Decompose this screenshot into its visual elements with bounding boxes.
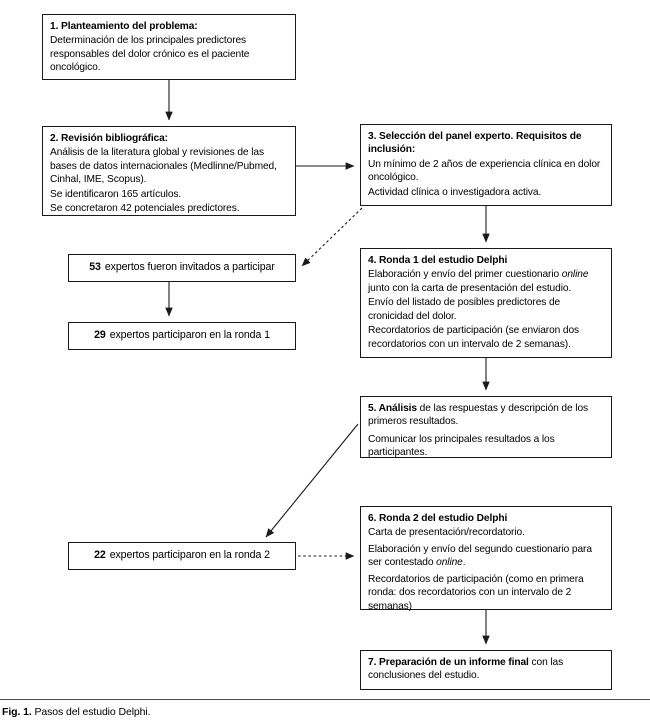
step-4-line-1: Elaboración y envío del primer cuestiona… (368, 268, 604, 295)
invited-experts-text: expertos fueron invitados a participar (104, 261, 275, 274)
step-6-line-1: Carta de presentación/recordatorio. (368, 527, 525, 539)
step-3-line-1: Un mínimo de 2 años de experiencia clíni… (368, 158, 601, 184)
step-6-heading: 6. Ronda 2 del estudio Delphi (368, 513, 508, 524)
step-6-line-3: Recordatorios de participación (como en … (368, 573, 584, 612)
edge-step3-to-invited (301, 207, 363, 267)
round2-participants-count: 22 (94, 549, 106, 562)
step-6-line-2-italic: online (436, 557, 463, 569)
step-7-number: 7. (368, 657, 380, 668)
step-6-line-2-part-b: . (462, 557, 466, 569)
step-4-line-3: Recordatorios de participación (se envia… (368, 325, 580, 350)
step-1-body: Determinación de los principales predict… (50, 35, 250, 74)
step-4-line-1-italic: online (561, 269, 589, 281)
step-2-heading: 2. Revisión bibliográfica: (50, 133, 168, 144)
step-3-box: 3. Selección del panel experto. Requisit… (360, 124, 612, 206)
step-2-line-1: Análisis de la literatura global y revis… (50, 147, 277, 186)
step-3-heading: 3. Selección del panel experto. Requisit… (368, 131, 582, 156)
step-1-box: 1. Planteamiento del problema: Determina… (42, 14, 296, 80)
invited-experts-count: 53 (89, 261, 101, 274)
step-4-line-1-part-b: junto con la carta de presentación del e… (368, 282, 572, 294)
step-4-heading: 4. Ronda 1 del estudio Delphi (368, 255, 508, 266)
step-5-heading-rest: de las respuestas y descripción de los p… (368, 403, 589, 428)
step-4-box: 4. Ronda 1 del estudio Delphi Elaboració… (360, 248, 612, 358)
step-5-number: 5. (368, 403, 379, 414)
round1-participants-count: 29 (94, 329, 106, 342)
step-7-heading: 7. Preparación de un informe final con l… (368, 656, 604, 683)
step-6-box: 6. Ronda 2 del estudio Delphi Carta de p… (360, 506, 612, 612)
step-4-line-1-part-a: Elaboración y envío del primer cuestiona… (368, 269, 562, 281)
figure-caption: Fig. 1. Pasos del estudio Delphi. (2, 706, 151, 718)
step-2-line-3: Se concretaron 42 potenciales predictore… (50, 203, 240, 215)
step-2-line-2: Se identificaron 165 artículos. (50, 188, 182, 200)
step-7-keyword: Preparación de un informe final (379, 657, 529, 668)
step-6-line-2-part-a: Elaboración y envío del segundo cuestion… (368, 543, 592, 569)
step-1-heading: 1. Planteamiento del problema: (50, 21, 198, 32)
step-6-line-2: Elaboración y envío del segundo cuestion… (368, 543, 604, 570)
figure-caption-text: Pasos del estudio Delphi. (34, 706, 151, 718)
figure-caption-label: Fig. 1. (2, 706, 32, 718)
step-5-box: 5. Análisis de las respuestas y descripc… (360, 396, 612, 458)
step-7-box: 7. Preparación de un informe final con l… (360, 650, 612, 690)
step-5-keyword: Análisis (378, 403, 417, 414)
round1-participants-text: expertos participaron en la ronda 1 (109, 329, 270, 342)
caption-divider (0, 699, 650, 700)
edge-step5-to-round2 (265, 423, 359, 538)
step-5-heading: 5. Análisis de las respuestas y descripc… (368, 402, 604, 429)
flowchart: 1. Planteamiento del problema: Determina… (42, 14, 612, 690)
step-2-box: 2. Revisión bibliográfica: Análisis de l… (42, 126, 296, 216)
step-7-heading-rest: con las conclusiones del estudio. (368, 657, 564, 682)
step-5-line-2: Comunicar los principales resultados a l… (368, 433, 555, 459)
round2-participants-text: expertos participaron en la ronda 2 (109, 549, 270, 562)
step-4-line-2: Envío del listado de posibles predictore… (368, 297, 561, 322)
step-3-line-2: Actividad clínica o investigadora activa… (368, 186, 542, 198)
